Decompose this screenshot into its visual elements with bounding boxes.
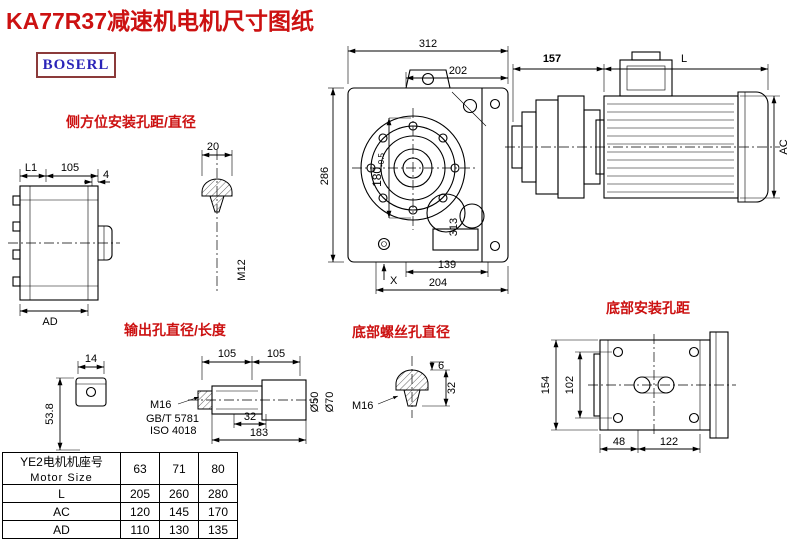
label-bottom-mount: 底部安装孔距 (606, 300, 690, 316)
table-size-71: 71 (159, 452, 199, 485)
std-iso: ISO 4018 (150, 425, 196, 437)
row-label-L: L (2, 484, 121, 503)
page-title: KA77R37减速机电机尺寸图纸 (6, 8, 314, 34)
dim-105-left: 105 (61, 162, 79, 174)
dim-157: 157 (543, 53, 561, 65)
main-front-view: 312 202 286 180-0.5 313 139 (319, 38, 509, 294)
std-gb: GB/T 5781 (146, 413, 199, 425)
dim-M16-bottom: M16 (352, 400, 373, 412)
label-bottom-screw: 底部螺丝孔直径 (352, 324, 450, 340)
side-bolt-detail: 20 M12 (201, 141, 248, 292)
dim-d50: Ø50 (309, 392, 321, 413)
value-AD-80: 135 (198, 520, 238, 539)
dim-204: 204 (429, 277, 447, 289)
bottom-mount-view: 154 102 48 122 (540, 331, 736, 453)
dim-6: 6 (438, 360, 444, 372)
dim-AD: AD (42, 316, 57, 328)
key-section-detail: 14 53.8 (44, 353, 107, 451)
row-label-AD: AD (2, 520, 121, 539)
motor-side-view: 157 L AC (505, 51, 790, 203)
label-output-hole: 输出孔直径/长度 (124, 322, 226, 338)
table-header-motor-size: YE2电机机座号 Motor Size (2, 452, 121, 485)
table-header-en: Motor Size (30, 472, 93, 484)
table-row-AD: AD 110 130 135 (2, 520, 238, 539)
table-size-63: 63 (120, 452, 160, 485)
value-L-63: 205 (120, 484, 160, 503)
dim-105a: 105 (218, 348, 236, 360)
dim-48: 48 (613, 436, 625, 448)
dim-32-shaft: 32 (244, 411, 256, 423)
value-AD-71: 130 (159, 520, 199, 539)
dim-313: 313 (448, 218, 460, 236)
dim-102: 102 (564, 376, 576, 394)
left-side-view: L1 105 4 AD (8, 162, 120, 328)
table-row-AC: AC 120 145 170 (2, 502, 238, 521)
table-size-80: 80 (198, 452, 238, 485)
output-shaft-detail: 105 105 M16 GB/T 5781 ISO 4018 32 183 Ø5… (146, 348, 336, 444)
x-marker: X (390, 275, 398, 287)
dim-d70: Ø70 (324, 392, 336, 413)
bottom-bolt-detail: M16 6 32 (352, 356, 458, 418)
dim-53-8: 53.8 (44, 403, 56, 424)
dim-20: 20 (207, 141, 219, 153)
dim-M12: M12 (236, 259, 248, 280)
motor-size-table: YE2电机机座号 Motor Size 63 71 80 L 205 260 2… (2, 452, 238, 539)
dim-32-bolt: 32 (446, 382, 458, 394)
value-L-71: 260 (159, 484, 199, 503)
dim-105b: 105 (267, 348, 285, 360)
dim-M16-output: M16 (150, 399, 171, 411)
brand-logo: BOSERL (36, 52, 116, 78)
dim-139: 139 (438, 259, 456, 271)
row-label-AC: AC (2, 502, 121, 521)
dim-286: 286 (319, 167, 331, 185)
value-AC-71: 145 (159, 502, 199, 521)
dim-180: 180-0.5 (370, 153, 386, 187)
dim-122: 122 (660, 436, 678, 448)
table-row-L: L 205 260 280 (2, 484, 238, 503)
label-side-mount-holes: 侧方位安装孔距/直径 (66, 114, 196, 130)
dim-202: 202 (449, 65, 467, 77)
dim-L1: L1 (25, 162, 37, 174)
brand-logo-text: BOSERL (42, 56, 110, 73)
value-AD-63: 110 (120, 520, 160, 539)
dim-183: 183 (250, 427, 268, 439)
dim-154: 154 (540, 376, 552, 394)
dim-AC: AC (778, 139, 790, 154)
table-header-row: YE2电机机座号 Motor Size 63 71 80 (2, 452, 238, 485)
value-AC-80: 170 (198, 502, 238, 521)
value-AC-63: 120 (120, 502, 160, 521)
dim-312: 312 (419, 38, 437, 50)
dim-L: L (681, 53, 687, 65)
table-header-cn: YE2电机机座号 (20, 455, 103, 469)
dim-14: 14 (85, 353, 97, 365)
value-L-80: 280 (198, 484, 238, 503)
dim-4: 4 (103, 169, 109, 181)
